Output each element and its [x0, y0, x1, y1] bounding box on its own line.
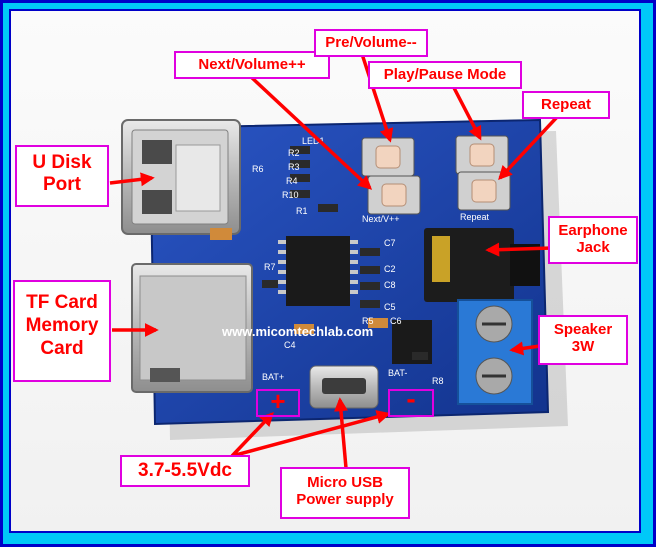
watermark: www.micomtechlab.com — [221, 324, 373, 339]
screw-terminal — [457, 299, 533, 405]
minus-sign: - — [406, 383, 416, 414]
silk-r10: R10 — [282, 190, 299, 200]
silk-c5: C5 — [384, 302, 396, 312]
silk-r8: R8 — [432, 376, 444, 386]
button-play — [455, 135, 509, 175]
silk-r5: R5 — [362, 316, 374, 326]
arrow-earphone — [485, 242, 553, 257]
button-next — [367, 175, 421, 215]
silk-next: Next/V++ — [362, 214, 400, 224]
button-repeat — [457, 171, 511, 211]
label-udisk-line2: Port — [43, 173, 81, 195]
label-micro-usb: Micro USB Power supply — [280, 467, 410, 519]
arrow-next — [248, 74, 373, 190]
label-micro-usb-line2: Power supply — [296, 491, 394, 509]
label-speaker: Speaker 3W — [538, 315, 628, 365]
label-repeat: Repeat — [522, 91, 610, 119]
silk-bat-plus: BAT+ — [262, 372, 284, 382]
silk-c6: C6 — [390, 316, 402, 326]
usb-a-port — [121, 119, 241, 235]
arrow-volt-plus — [230, 411, 274, 458]
label-tfcard-line1: TF Card — [26, 292, 98, 313]
tf-card-slot — [131, 263, 253, 393]
silk-r7: R7 — [264, 262, 276, 272]
label-tfcard: TF Card Memory Card — [13, 280, 111, 382]
label-earphone-line2: Jack — [576, 239, 610, 257]
silk-c7: C7 — [384, 238, 396, 248]
silk-r1: R1 — [296, 206, 308, 216]
label-next-volume: Next/Volume++ — [174, 51, 330, 79]
label-micro-usb-line1: Micro USB — [307, 474, 383, 491]
label-udisk-line1: U Disk — [32, 152, 92, 173]
label-pre-volume: Pre/Volume-- — [314, 29, 428, 57]
micro-usb-part — [309, 365, 379, 409]
button-pre — [361, 137, 415, 177]
label-voltage: 3.7-5.5Vdc — [120, 455, 250, 487]
label-tfcard-line2: Memory — [25, 314, 99, 336]
label-udisk: U Disk Port — [15, 145, 109, 207]
silk-repeat: Repeat — [460, 212, 490, 222]
arrow-udisk — [109, 172, 155, 187]
silk-r6: R6 — [252, 164, 264, 174]
silk-bat-minus: BAT- — [388, 368, 407, 378]
silk-r4: R4 — [286, 176, 298, 186]
smd-components — [262, 146, 428, 360]
silk-c2: C2 — [384, 264, 396, 274]
bat-minus-box — [388, 389, 434, 417]
silk-r2: R2 — [288, 148, 300, 158]
label-earphone-line1: Earphone — [558, 222, 628, 239]
label-speaker-line2: 3W — [571, 338, 595, 356]
bat-plus-box — [256, 389, 300, 417]
plus-sign: + — [270, 386, 286, 416]
silk-c4: C4 — [284, 340, 296, 350]
silk-r3: R3 — [288, 162, 300, 172]
label-tfcard-line3: Card — [40, 337, 84, 359]
silk-led: LED1 — [302, 136, 325, 146]
label-speaker-line1: Speaker — [553, 321, 613, 338]
arrow-pre — [360, 53, 394, 143]
arrow-usb — [334, 397, 348, 469]
main-ic — [278, 236, 358, 306]
label-earphone: Earphone Jack — [548, 216, 638, 264]
arrow-repeat — [498, 114, 560, 181]
label-play-pause: Play/Pause Mode — [368, 61, 522, 89]
arrow-volt-minus — [231, 410, 391, 458]
arrow-speaker — [509, 341, 541, 356]
silk-c8: C8 — [384, 280, 396, 290]
arrow-play — [450, 83, 482, 141]
